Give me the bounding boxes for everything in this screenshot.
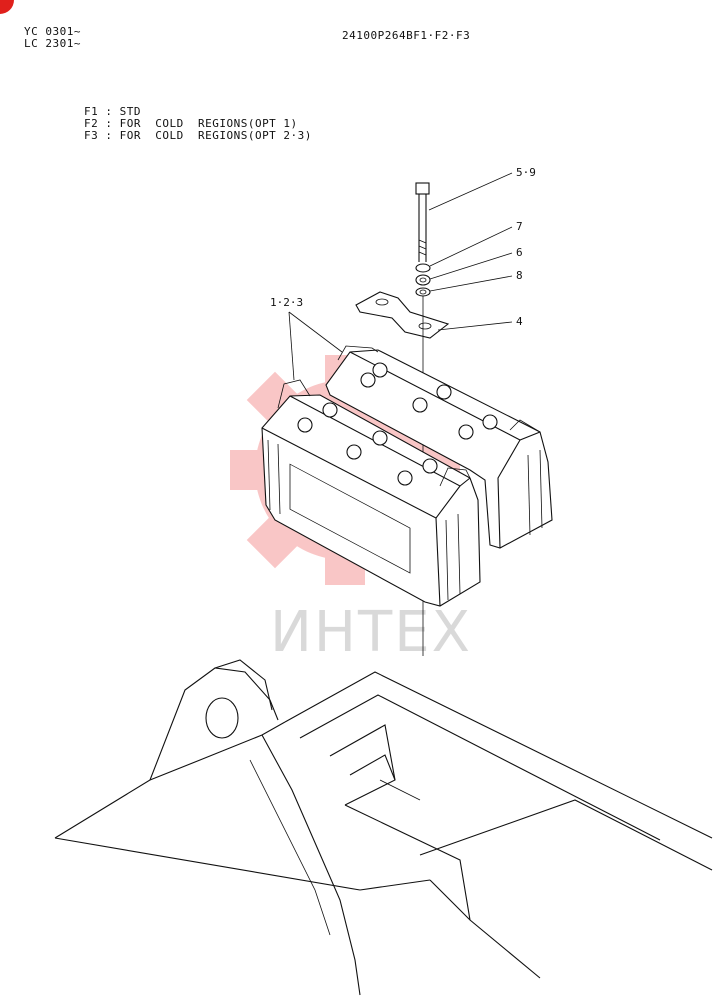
battery-front <box>261 379 481 607</box>
callout-nut: 6 <box>516 246 523 259</box>
battery-rear <box>325 345 553 549</box>
corner-mark <box>0 0 14 14</box>
part-number: 24100P264BF1·F2·F3 <box>342 29 471 42</box>
callout-bracket: 4 <box>516 315 523 328</box>
callout-washer-top: 7 <box>516 220 523 233</box>
watermark-text: ИНТЕХ <box>270 600 472 665</box>
serial-lc: LC 2301~ <box>24 37 81 50</box>
bolt-part <box>415 182 430 262</box>
callout-leaders <box>288 172 513 381</box>
callout-battery: 1·2·3 <box>270 296 303 309</box>
washer-nut-stack <box>415 263 431 297</box>
serial-ranges: YC 0301~LC 2301~ <box>24 26 81 50</box>
callout-washer-bottom: 8 <box>516 269 523 282</box>
machine-frame <box>54 659 713 996</box>
bracket-plate <box>355 291 450 339</box>
legend-f2: F2 : FOR COLD REGIONS(OPT 1) <box>84 117 298 130</box>
legend-f3: F3 : FOR COLD REGIONS(OPT 2·3) <box>84 129 312 142</box>
legend-f1: F1 : STD <box>84 105 141 118</box>
callout-bolt: 5·9 <box>516 166 536 179</box>
serial-yc: YC 0301~ <box>24 25 81 38</box>
